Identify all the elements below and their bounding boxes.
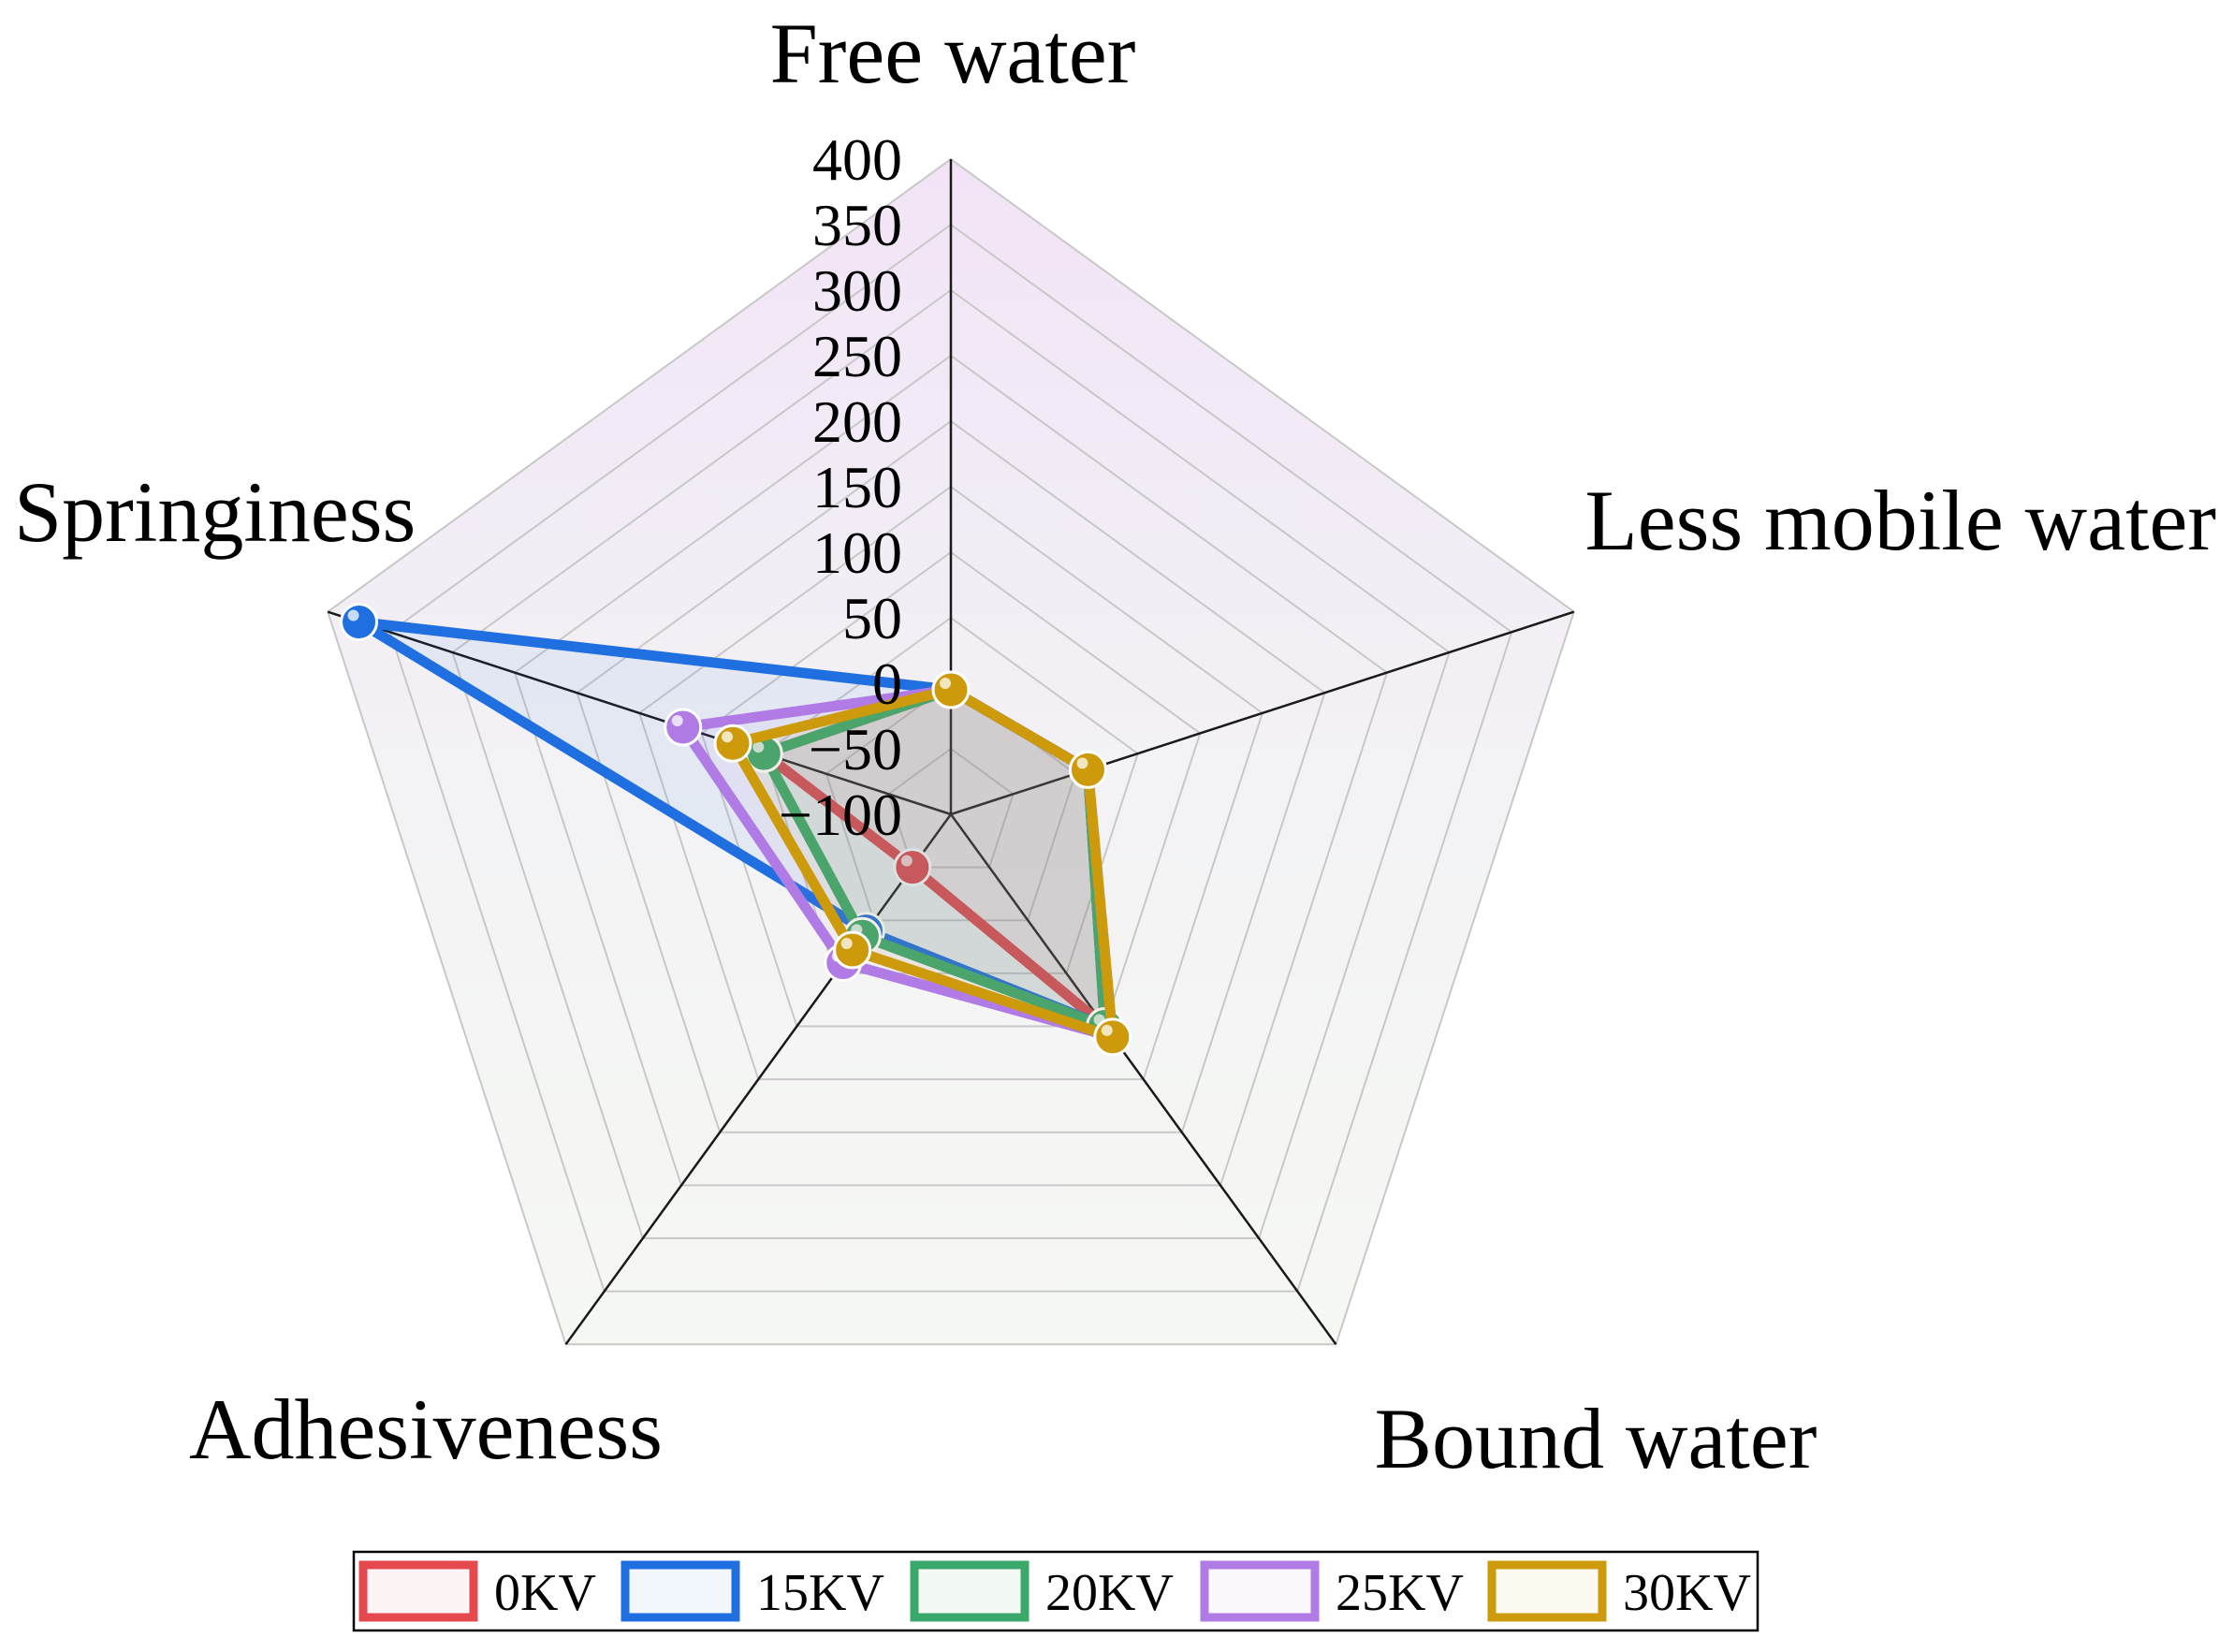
legend-label: 15KV xyxy=(756,1564,884,1622)
data-point xyxy=(931,670,971,709)
data-point xyxy=(833,930,872,970)
tick-label: 350 xyxy=(812,192,902,258)
radar-grid xyxy=(327,157,1575,1346)
grid-ring xyxy=(576,419,1326,1133)
tick-label: 250 xyxy=(812,323,902,389)
axis-line xyxy=(564,813,953,1346)
data-point xyxy=(1093,1017,1132,1057)
legend-item-0kv: 0KV xyxy=(358,1560,596,1622)
tick-label: 100 xyxy=(812,519,902,586)
axis-line xyxy=(950,610,1575,816)
grid-ring xyxy=(825,681,1077,922)
legend-item-20kv: 20KV xyxy=(910,1560,1174,1622)
tick-label: 300 xyxy=(812,257,902,324)
legend-label: 25KV xyxy=(1336,1564,1464,1622)
data-point-highlight xyxy=(1076,757,1088,769)
grid-ring xyxy=(451,288,1451,1240)
legend-item-30kv: 30KV xyxy=(1487,1560,1751,1622)
axis-label: Bound water xyxy=(1375,1391,1818,1486)
axis-label: Free water xyxy=(770,6,1136,101)
grid-ring xyxy=(637,485,1264,1081)
series-30kv xyxy=(713,670,1132,1057)
legend-swatch xyxy=(358,1560,478,1622)
data-point-highlight xyxy=(1101,1024,1113,1036)
data-point xyxy=(1068,750,1107,789)
legend: 0KV 15KV 20KV 25KV 30KV xyxy=(352,1550,1759,1632)
grid-ring xyxy=(388,223,1513,1293)
data-point xyxy=(340,603,379,642)
legend-swatch xyxy=(1487,1560,1607,1622)
data-point-highlight xyxy=(840,937,853,949)
axis-line xyxy=(327,610,952,816)
tick-label: 50 xyxy=(842,585,902,651)
legend-label: 0KV xyxy=(494,1564,596,1622)
axis-line xyxy=(949,813,1337,1346)
axis-label: Less mobile water xyxy=(1585,473,2216,568)
tick-label: −50 xyxy=(809,716,902,782)
grid-ring xyxy=(327,157,1575,1346)
grid-ring xyxy=(887,747,1015,869)
tick-label: 400 xyxy=(812,126,902,193)
legend-label: 20KV xyxy=(1045,1564,1174,1622)
axis-label: Adhesiveness xyxy=(189,1382,663,1477)
data-point-highlight xyxy=(752,741,765,753)
data-point xyxy=(664,708,703,747)
data-point-highlight xyxy=(940,678,951,689)
data-point-highlight xyxy=(347,609,359,621)
grid-ring xyxy=(700,550,1202,1028)
grid-ring xyxy=(513,354,1389,1187)
legend-item-15kv: 15KV xyxy=(621,1560,884,1622)
axis-label: Springiness xyxy=(14,464,416,560)
legend-swatch xyxy=(621,1560,740,1622)
data-point-highlight xyxy=(721,731,733,743)
data-point-highlight xyxy=(900,855,913,867)
legend-swatch xyxy=(1200,1560,1320,1622)
tick-label: 0 xyxy=(872,651,902,717)
legend-label: 30KV xyxy=(1623,1564,1751,1622)
tick-label: 200 xyxy=(812,388,902,455)
data-point-highlight xyxy=(671,714,683,726)
radar-series xyxy=(340,603,1132,1057)
legend-swatch xyxy=(910,1560,1029,1622)
legend-item-25kv: 25KV xyxy=(1200,1560,1464,1622)
tick-label: −100 xyxy=(779,782,902,848)
data-point xyxy=(713,724,752,763)
tick-label: 150 xyxy=(812,454,902,520)
series-line xyxy=(727,684,1118,1043)
